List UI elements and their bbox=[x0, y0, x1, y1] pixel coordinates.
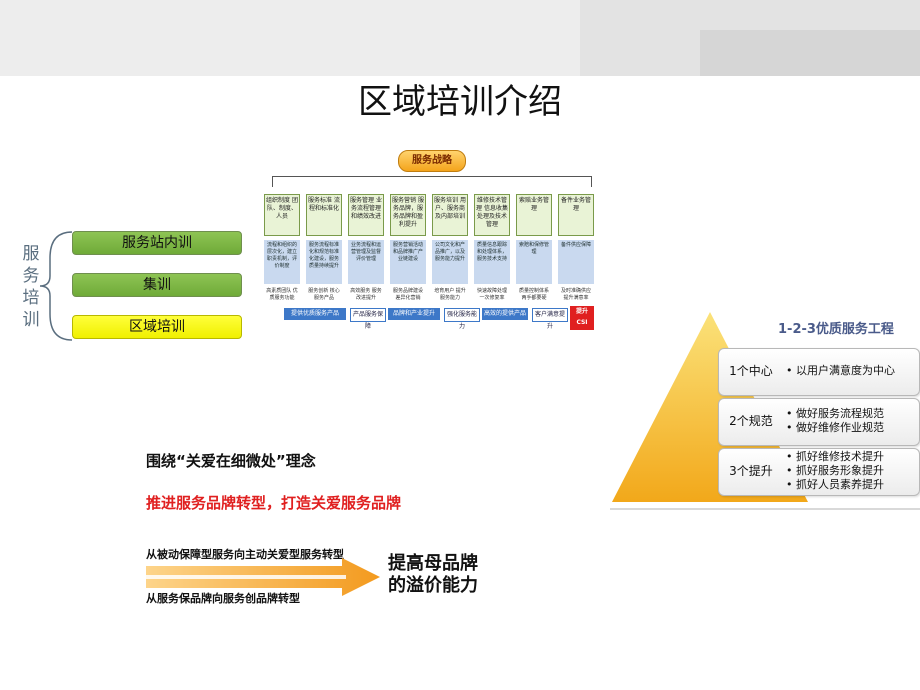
strategy-column-foot: 服务品牌建设 差异化营销 bbox=[392, 288, 423, 301]
strategy-column-body: 服务营销活动和品牌推广产业链建设 bbox=[390, 240, 426, 284]
training-title-char: 训 bbox=[22, 310, 40, 330]
csi-badge-top: 提升 bbox=[575, 308, 588, 315]
strategy-column-head: 服务培训 用户、服务商及内部培训 bbox=[432, 194, 468, 236]
flow-step: 高效的提供产品的配套服务 bbox=[482, 308, 528, 329]
strategy-column-body: 公司文化和产品推广，以及服务能力提升 bbox=[432, 240, 468, 284]
pyramid-tier-line: 以用户满意度为中心 bbox=[786, 364, 895, 378]
goal-text: 提高母品牌 的溢价能力 bbox=[388, 553, 478, 597]
header-band-block bbox=[700, 30, 920, 76]
pyramid-tier-line: 抓好维修技术提升 bbox=[786, 450, 884, 464]
strategy-column: 服务培训 用户、服务商及内部培训 公司文化和产品推广，以及服务能力提升 培育用户… bbox=[432, 194, 468, 304]
brace-connector bbox=[39, 231, 73, 341]
training-title-char: 服 bbox=[22, 244, 40, 264]
pyramid-base-line bbox=[610, 508, 920, 510]
slide-title: 区域培训介绍 bbox=[358, 82, 562, 122]
pyramid-tier-line: 抓好服务形象提升 bbox=[786, 464, 884, 478]
header-band bbox=[0, 0, 920, 76]
strategy-column-head: 服务标准 流程和标准化 bbox=[306, 194, 342, 236]
transition-bottom-label: 从服务保品牌向服务创品牌转型 bbox=[146, 592, 300, 605]
csi-badge-bottom: CSI bbox=[576, 319, 588, 326]
service-strategy-diagram: 服务战略 组织制度 团队、制度、人员 流程和组织的层次化，建立职责机制，评价制度… bbox=[262, 150, 600, 330]
strategy-column: 组织制度 团队、制度、人员 流程和组织的层次化，建立职责机制，评价制度 高素质团… bbox=[264, 194, 300, 304]
strategy-column-foot: 质量控制体系 两手都要硬 bbox=[518, 288, 549, 301]
strategy-badge: 服务战略 bbox=[398, 150, 466, 172]
pyramid-tier-label: 2个规范 bbox=[729, 414, 773, 428]
strategy-column-head: 索赔业务管理 bbox=[516, 194, 552, 236]
brand-line: 推进服务品牌转型，打造关爱服务品牌 bbox=[146, 494, 402, 512]
pyramid-tier-label: 3个提升 bbox=[729, 464, 773, 478]
strategy-column-head: 组织制度 团队、制度、人员 bbox=[264, 194, 300, 236]
flow-step: 产品服务保障 bbox=[350, 308, 386, 330]
concept-line: 围绕“关爱在细微处”理念 bbox=[146, 452, 316, 470]
strategy-column-foot: 高效服务 服务改进提升 bbox=[350, 288, 382, 301]
strategy-column-head: 备件业务管理 bbox=[558, 194, 594, 236]
strategy-column-body: 业务流程和运营管理及监督评价管理 bbox=[348, 240, 384, 284]
flow-step: 客户满意提升 bbox=[532, 308, 568, 330]
strategy-column-body: 索赔和保修管理 bbox=[516, 240, 552, 284]
goal-line: 的溢价能力 bbox=[388, 575, 478, 596]
training-title: 服 务 培 训 bbox=[21, 243, 41, 331]
strategy-column-body: 质量信息跟踪和处理体系，服务技术支持 bbox=[474, 240, 510, 284]
pyramid-title: 1-2-3优质服务工程 bbox=[778, 322, 894, 337]
flow-step: 强化服务能力 bbox=[444, 308, 480, 330]
pyramid-tier-line: 做好维修作业规范 bbox=[786, 421, 884, 435]
strategy-column-foot: 高素质团队 优质服务功能 bbox=[266, 288, 298, 301]
strategy-column-body: 备件供应保障 bbox=[558, 240, 594, 284]
strategy-column-head: 服务管理 业务流程管理和绩效改进 bbox=[348, 194, 384, 236]
strategy-column-foot: 服务创新 核心服务产品 bbox=[308, 288, 340, 301]
strategy-column-head: 维修技术管理 信息收集处理及技术管理 bbox=[474, 194, 510, 236]
strategy-column: 服务营销 服务品牌，服务品牌和盈利提升 服务营销活动和品牌推广产业链建设 服务品… bbox=[390, 194, 426, 304]
strategy-column-foot: 培育用户 提升服务能力 bbox=[434, 288, 466, 301]
training-item-regional: 区域培训 bbox=[72, 315, 242, 339]
strategy-column: 服务标准 流程和标准化 服务流程标准化和规范标准化建设，服务质量持续提升 服务创… bbox=[306, 194, 342, 304]
flow-step: 提供优质服务产品 bbox=[284, 308, 346, 320]
flow-step: 品牌和产业提升 bbox=[388, 308, 440, 320]
pyramid-tier-lines: 做好服务流程规范 做好维修作业规范 bbox=[786, 407, 884, 435]
training-item-central: 集训 bbox=[72, 273, 242, 297]
goal-line: 提高母品牌 bbox=[388, 553, 478, 574]
training-title-char: 务 bbox=[22, 266, 40, 286]
training-item-instation: 服务站内训 bbox=[72, 231, 242, 255]
pyramid-tier-lines: 抓好维修技术提升 抓好服务形象提升 抓好人员素养提升 bbox=[786, 450, 884, 492]
pyramid-tier-line: 做好服务流程规范 bbox=[786, 407, 884, 421]
transition-arrow bbox=[146, 558, 380, 596]
strategy-column-body: 服务流程标准化和规范标准化建设，服务质量持续提升 bbox=[306, 240, 342, 284]
strategy-column-foot: 快速故障处理 一次修复率 bbox=[476, 288, 507, 301]
pyramid-tier-label: 1个中心 bbox=[729, 364, 773, 378]
pyramid-tier-lines: 以用户满意度为中心 bbox=[786, 364, 895, 378]
strategy-column: 服务管理 业务流程管理和绩效改进 业务流程和运营管理及监督评价管理 高效服务 服… bbox=[348, 194, 384, 304]
strategy-column-body: 流程和组织的层次化，建立职责机制，评价制度 bbox=[264, 240, 300, 284]
pyramid-tier-line: 抓好人员素养提升 bbox=[786, 478, 884, 492]
csi-badge: 提升 CSI bbox=[570, 306, 594, 330]
strategy-bracket bbox=[272, 176, 592, 187]
strategy-column-foot: 及时准确供应 提升满意率 bbox=[560, 288, 591, 301]
service-pyramid: 1-2-3优质服务工程 1个中心 2个规范 3个提升 以用户满意度为中心 做好服… bbox=[610, 310, 920, 510]
strategy-column: 维修技术管理 信息收集处理及技术管理 质量信息跟踪和处理体系，服务技术支持 快速… bbox=[474, 194, 510, 304]
strategy-column-head: 服务营销 服务品牌，服务品牌和盈利提升 bbox=[390, 194, 426, 236]
strategy-column: 备件业务管理 备件供应保障 及时准确供应 提升满意率 bbox=[558, 194, 594, 304]
strategy-column: 索赔业务管理 索赔和保修管理 质量控制体系 两手都要硬 bbox=[516, 194, 552, 304]
transition-top-label: 从被动保障型服务向主动关爱型服务转型 bbox=[146, 548, 344, 561]
training-title-char: 培 bbox=[22, 288, 40, 308]
